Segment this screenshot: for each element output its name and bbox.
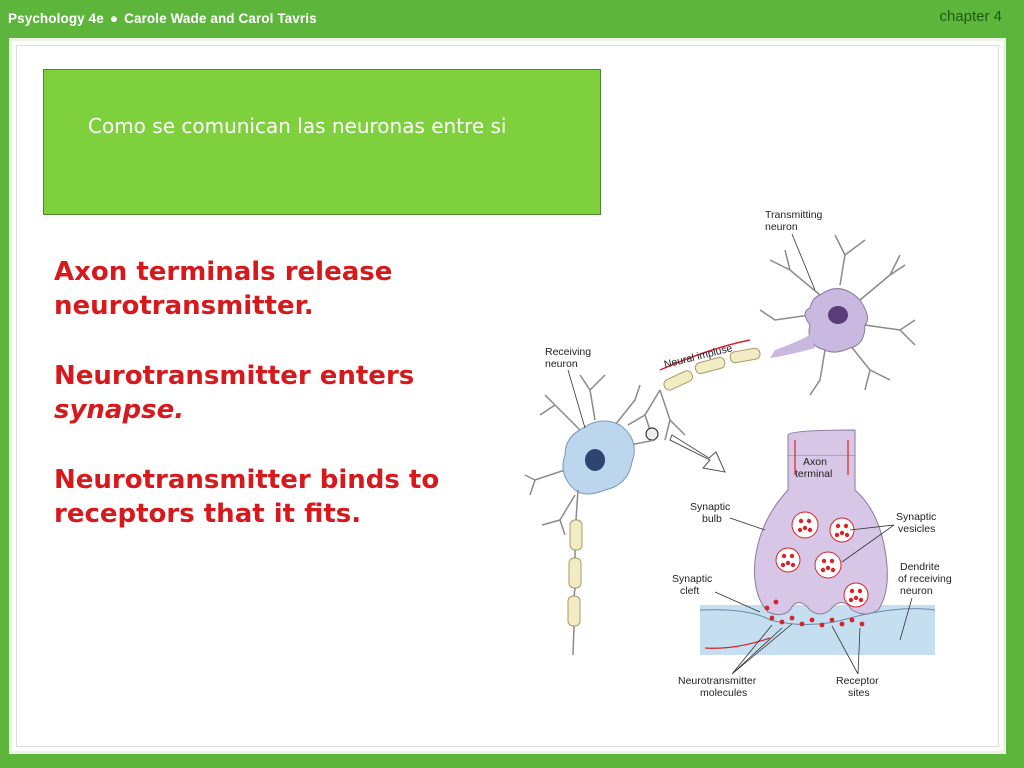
dendrite-label-3: neuron (900, 585, 933, 597)
slide-title: Como se comunican las neuronas entre si (88, 114, 507, 138)
transmitting-label-1: Transmitting (765, 209, 823, 221)
zoom-arrow (669, 434, 726, 473)
receptor-label-2: sites (848, 687, 870, 699)
bullet-enters: Neurotransmitter enters synapse. (54, 359, 494, 427)
neurotransmitter-dots (764, 518, 865, 628)
terminal-bulb (754, 454, 888, 616)
axon-terminal-label-1: Axon (803, 456, 827, 468)
dendrite-leader (899, 597, 913, 641)
axon-terminal-branches (627, 389, 686, 441)
synapse-magnifier (645, 427, 659, 441)
receptor-leader (831, 625, 861, 675)
impulse-arrow (659, 339, 751, 371)
nt-label-2: molecules (700, 687, 747, 699)
receiving-nucleus (585, 449, 605, 471)
cleft-label-2: cleft (680, 585, 699, 597)
vesicles-label-1: Synaptic (896, 511, 936, 523)
header-bar: Psychology 4e ● Carole Wade and Carol Tavr… (0, 0, 1024, 38)
book-title: Psychology 4e (8, 11, 104, 26)
receiving-myelin (567, 519, 583, 627)
release-arrow (704, 637, 771, 649)
receptor-label-1: Receptor (836, 675, 879, 687)
dendrite-label-2: of receiving (898, 573, 952, 585)
receiving-label-2: neuron (545, 358, 578, 370)
nt-label-1: Neurotransmitter (678, 675, 757, 687)
authors: Carole Wade and Carol Tavris (124, 11, 317, 26)
vesicles-label-2: vesicles (898, 523, 935, 535)
receiving-dendrites (524, 374, 656, 536)
synapse-diagram: Neural impluse Transmitting neuron Recei… (524, 209, 952, 699)
header-credit: Psychology 4e ● Carole Wade and Carol Tavr… (8, 11, 317, 26)
bullet-list: Axon terminals release neurotransmitter.… (54, 255, 494, 567)
bullet-dot-icon: ● (109, 11, 119, 26)
transmitting-dendrites (759, 234, 916, 396)
receiving-axon (572, 489, 579, 656)
receiving-leader (567, 369, 586, 429)
receiving-label-1: Receiving (545, 346, 591, 358)
dendrite-label-1: Dendrite (900, 561, 940, 573)
bullet-enters-text: Neurotransmitter enters (54, 361, 415, 391)
vesicles-leader (841, 524, 895, 563)
transmitting-nucleus (828, 306, 848, 324)
transmitting-leader (791, 233, 816, 291)
axon-terminal-stem (787, 429, 856, 455)
title-box: Como se comunican las neuronas entre si (43, 69, 601, 215)
chapter-label: chapter 4 (939, 8, 1002, 25)
membrane-edge (699, 608, 936, 625)
nt-leader (731, 623, 793, 675)
cleft-leader (714, 591, 761, 613)
bulb-label-2: bulb (702, 513, 722, 525)
bullet-synapse-word: synapse. (54, 395, 185, 425)
transmitting-axon-hillock (770, 335, 815, 358)
cleft-label-1: Synaptic (672, 573, 712, 585)
panel-inner-border (16, 45, 999, 747)
myelin-sheath (663, 347, 761, 391)
bulb-label-1: Synaptic (690, 501, 730, 513)
bullet-binds: Neurotransmitter binds to receptors that… (54, 465, 440, 529)
axon-terminal-label-2: terminal (795, 468, 832, 480)
bulb-leader (729, 517, 766, 531)
bullet-release: Axon terminals release neurotransmitter. (54, 257, 393, 321)
transmitting-label-2: neuron (765, 221, 798, 233)
